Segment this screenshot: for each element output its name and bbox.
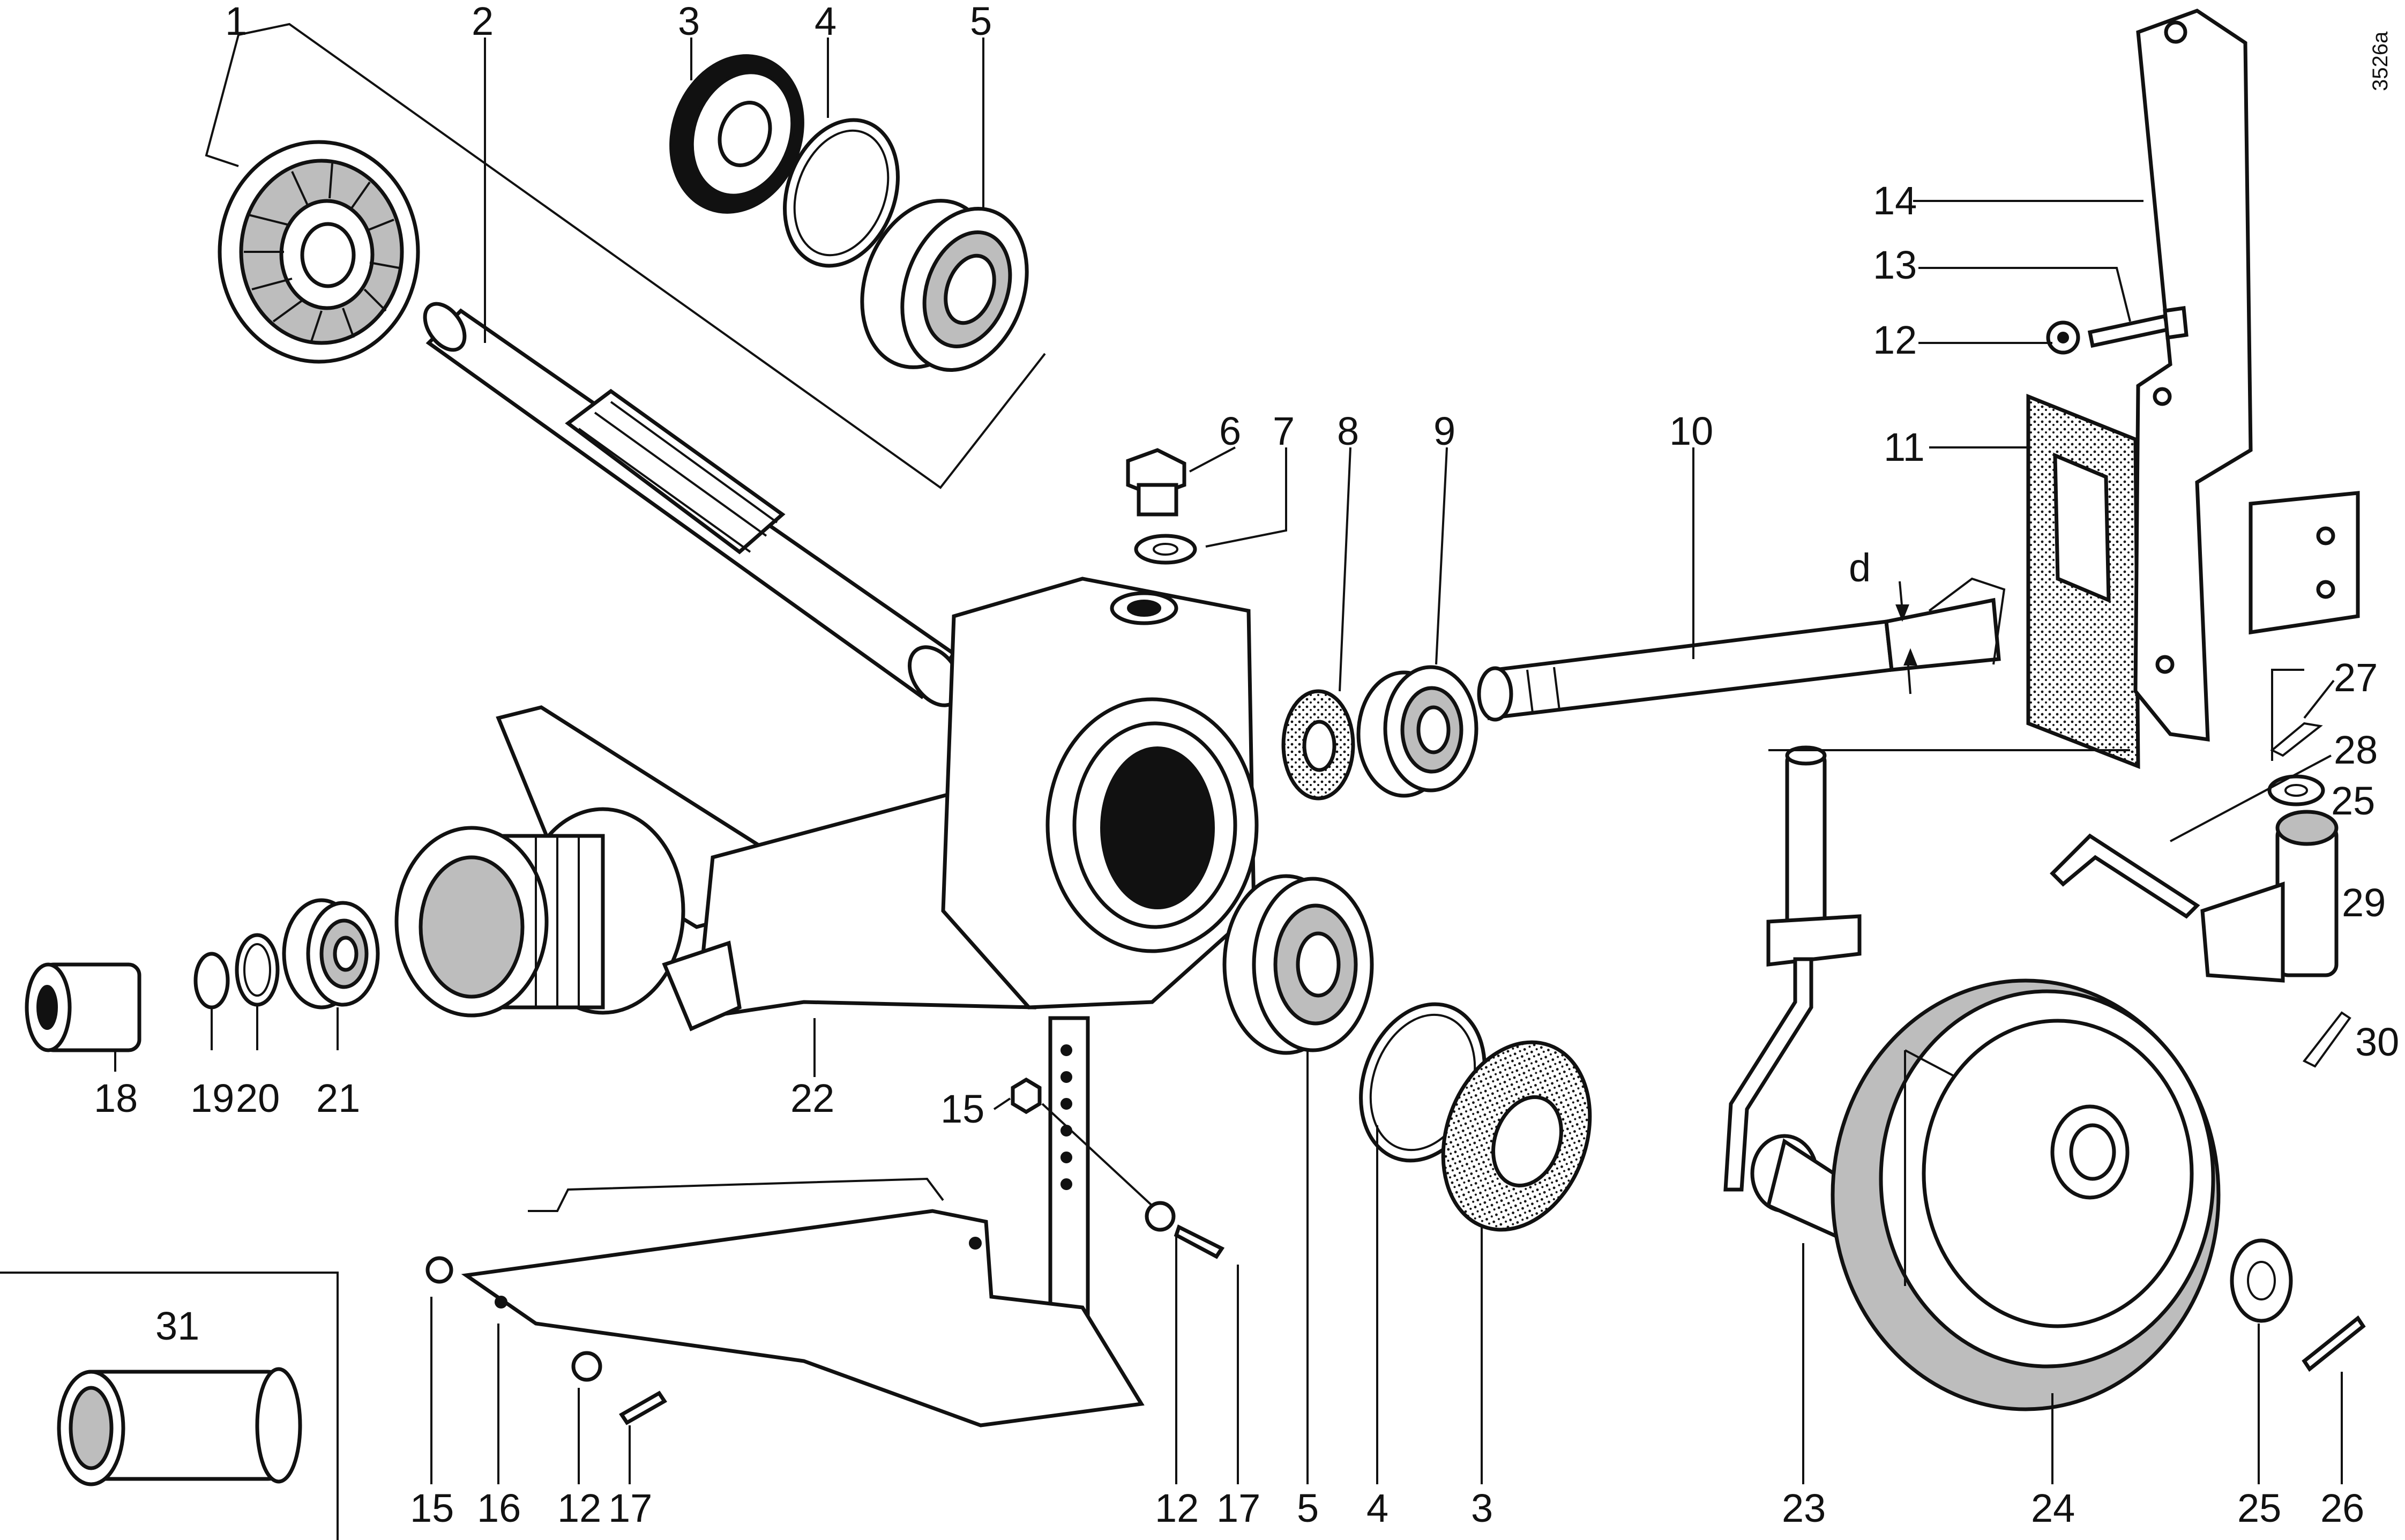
part-28-hex-key — [2050, 833, 2200, 919]
callout-10: 10 — [1669, 409, 1713, 453]
part-17-bolt-low — [619, 1391, 667, 1425]
leader-lines — [114, 23, 2343, 1484]
part-30-clip — [2302, 1011, 2351, 1068]
callout-17-mid: 17 — [1216, 1486, 1260, 1530]
callout-11: 11 — [1884, 425, 1925, 469]
callout-25-bottom: 25 — [2237, 1486, 2281, 1530]
callout-26: 26 — [2320, 1486, 2364, 1530]
part-16-stand-leg — [461, 1016, 1145, 1427]
part-3-seal-top — [669, 54, 804, 214]
part-26-cotter-pin — [2302, 1315, 2366, 1372]
callout-12-top: 12 — [1873, 318, 1917, 362]
callout-15-bottom: 15 — [410, 1486, 454, 1530]
callout-4-bottom: 4 — [1366, 1486, 1388, 1530]
inset-frame — [0, 1272, 339, 1540]
callout-21: 21 — [316, 1076, 360, 1120]
part-1-bevel-gear — [218, 140, 420, 364]
callout-23: 23 — [1782, 1486, 1826, 1530]
callout-3-bottom: 3 — [1471, 1486, 1493, 1530]
part-11-gasket — [2026, 393, 2140, 769]
callout-28: 28 — [2334, 728, 2378, 772]
callout-30: 30 — [2355, 1020, 2399, 1064]
part-20-ring — [235, 933, 280, 1007]
callout-labels: 1 2 3 4 5 6 7 8 9 10 11 12 13 14 15 15 1… — [94, 0, 2399, 1530]
callout-24: 24 — [2031, 1486, 2075, 1530]
callout-5: 5 — [970, 0, 992, 43]
figure-code: 3526a — [2369, 31, 2392, 91]
callout-25-top: 25 — [2331, 779, 2375, 823]
part-15-nut-top — [1011, 1077, 1042, 1115]
part-14-bracket — [2133, 9, 2360, 742]
callout-18: 18 — [94, 1076, 138, 1120]
callout-15-top: 15 — [940, 1087, 984, 1131]
part-6-plug — [1126, 448, 1186, 517]
part-29-clamp — [2200, 810, 2339, 983]
callout-1: 1 — [225, 0, 247, 43]
callout-16: 16 — [477, 1486, 521, 1530]
callout-14: 14 — [1873, 178, 1917, 223]
callout-19: 19 — [190, 1076, 234, 1120]
callout-20: 20 — [236, 1076, 280, 1120]
callout-12-low: 12 — [557, 1486, 601, 1530]
part-19-ring — [193, 952, 230, 1010]
part-17-bolt-mid — [1174, 1224, 1225, 1259]
callout-6: 6 — [1219, 409, 1241, 453]
part-8-seal — [1281, 689, 1355, 801]
callout-9: 9 — [1433, 409, 1455, 453]
part-15-nut-bottom — [425, 1256, 453, 1284]
part-9-bearing — [1356, 665, 1478, 798]
callout-17-low: 17 — [608, 1486, 652, 1530]
part-27-spring-pin — [2270, 722, 2323, 757]
callout-3: 3 — [678, 0, 700, 43]
part-12-washer-mid — [1145, 1201, 1176, 1232]
dimension-label-d: d — [1849, 545, 1871, 590]
part-7-washer — [1134, 534, 1197, 565]
part-5-bearing-bottom — [1222, 874, 1374, 1055]
callout-4: 4 — [815, 0, 836, 43]
part-2-splined-shaft — [423, 302, 963, 707]
part-25-washer-top — [2267, 774, 2325, 806]
callout-2: 2 — [472, 0, 494, 43]
callout-27: 27 — [2334, 655, 2378, 700]
callout-29: 29 — [2342, 880, 2386, 925]
callout-31: 31 — [155, 1304, 199, 1348]
part-10-drive-shaft — [1477, 577, 2006, 722]
callout-12-mid: 12 — [1155, 1486, 1199, 1530]
part-3-seal-bottom — [1441, 1040, 1592, 1232]
part-13-bolt — [2087, 306, 2189, 348]
callout-8: 8 — [1337, 409, 1359, 453]
part-5-bearing-top — [860, 199, 1029, 372]
callout-7: 7 — [1273, 409, 1295, 453]
part-18-coupling — [25, 962, 141, 1052]
callout-13: 13 — [1873, 243, 1917, 287]
part-12-washer-low — [571, 1351, 602, 1382]
part-21-bearing — [282, 898, 380, 1010]
part-4-snap-ring-top — [783, 118, 900, 268]
callout-22: 22 — [790, 1076, 834, 1120]
part-25-washer-bottom — [2230, 1238, 2293, 1323]
part-22-housing — [394, 577, 1259, 1031]
callout-5-bottom: 5 — [1297, 1486, 1319, 1530]
part-24-wheel — [1831, 978, 2221, 1411]
part-31-sleeve — [57, 1367, 302, 1486]
